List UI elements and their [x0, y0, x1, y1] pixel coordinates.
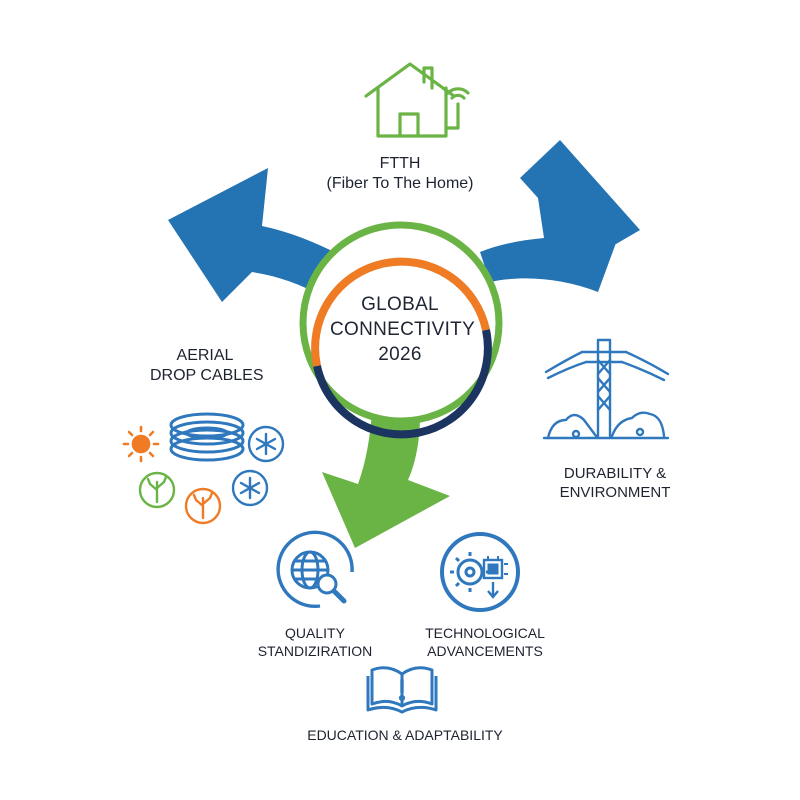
center-ring-navy: [313, 329, 492, 439]
snowflake-icon: [231, 469, 269, 507]
durability-line1: DURABILITY &: [563, 465, 667, 482]
aerial-line1: AERIAL: [176, 347, 234, 364]
arrow-bottom-green: [322, 412, 450, 548]
gear-chip-icon: [440, 532, 520, 612]
tree-icon: [184, 487, 222, 525]
quality-line2: STANDIZIRATION: [257, 642, 373, 659]
tree-icon: [138, 471, 176, 509]
arrow-left-blue: [168, 168, 340, 302]
arrow-right-blue-head: [520, 140, 640, 258]
tech-line1: TECHNOLOGICAL: [425, 625, 545, 641]
ftth-subtitle: (Fiber To The Home): [326, 175, 474, 192]
durability-line2: ENVIRONMENT: [559, 483, 671, 501]
open-book-icon: [366, 666, 438, 714]
cable-coil-icon: [169, 412, 245, 462]
tech-label: TECHNOLOGICAL ADVANCEMENTS: [420, 625, 550, 660]
center-ring-orange: [311, 257, 490, 367]
aerial-line2: DROP CABLES: [150, 367, 264, 384]
center-title: GLOBAL CONNECTIVITY 2026: [330, 292, 476, 367]
house-wifi-icon: [364, 62, 470, 138]
ftth-title: FTTH: [379, 155, 421, 172]
tech-line2: ADVANCEMENTS: [427, 642, 543, 659]
center-title-line3: 2026: [378, 344, 422, 365]
ftth-label: FTTH (Fiber To The Home): [300, 154, 500, 194]
center-title-line1: GLOBAL: [361, 294, 439, 315]
quality-line1: QUALITY: [285, 625, 345, 641]
quality-label: QUALITY STANDIZIRATION: [250, 625, 380, 660]
snowflake-icon: [247, 425, 285, 463]
durability-label: DURABILITY & ENVIRONMENT: [552, 465, 678, 503]
sun-icon: [122, 425, 160, 463]
education-label: EDUCATION & ADAPTABILITY: [307, 727, 503, 743]
aerial-label: AERIAL DROP CABLES: [150, 346, 264, 386]
center-title-line2: CONNECTIVITY: [330, 319, 476, 340]
utility-pole-icon: [542, 338, 670, 440]
globe-search-icon: [276, 530, 354, 609]
